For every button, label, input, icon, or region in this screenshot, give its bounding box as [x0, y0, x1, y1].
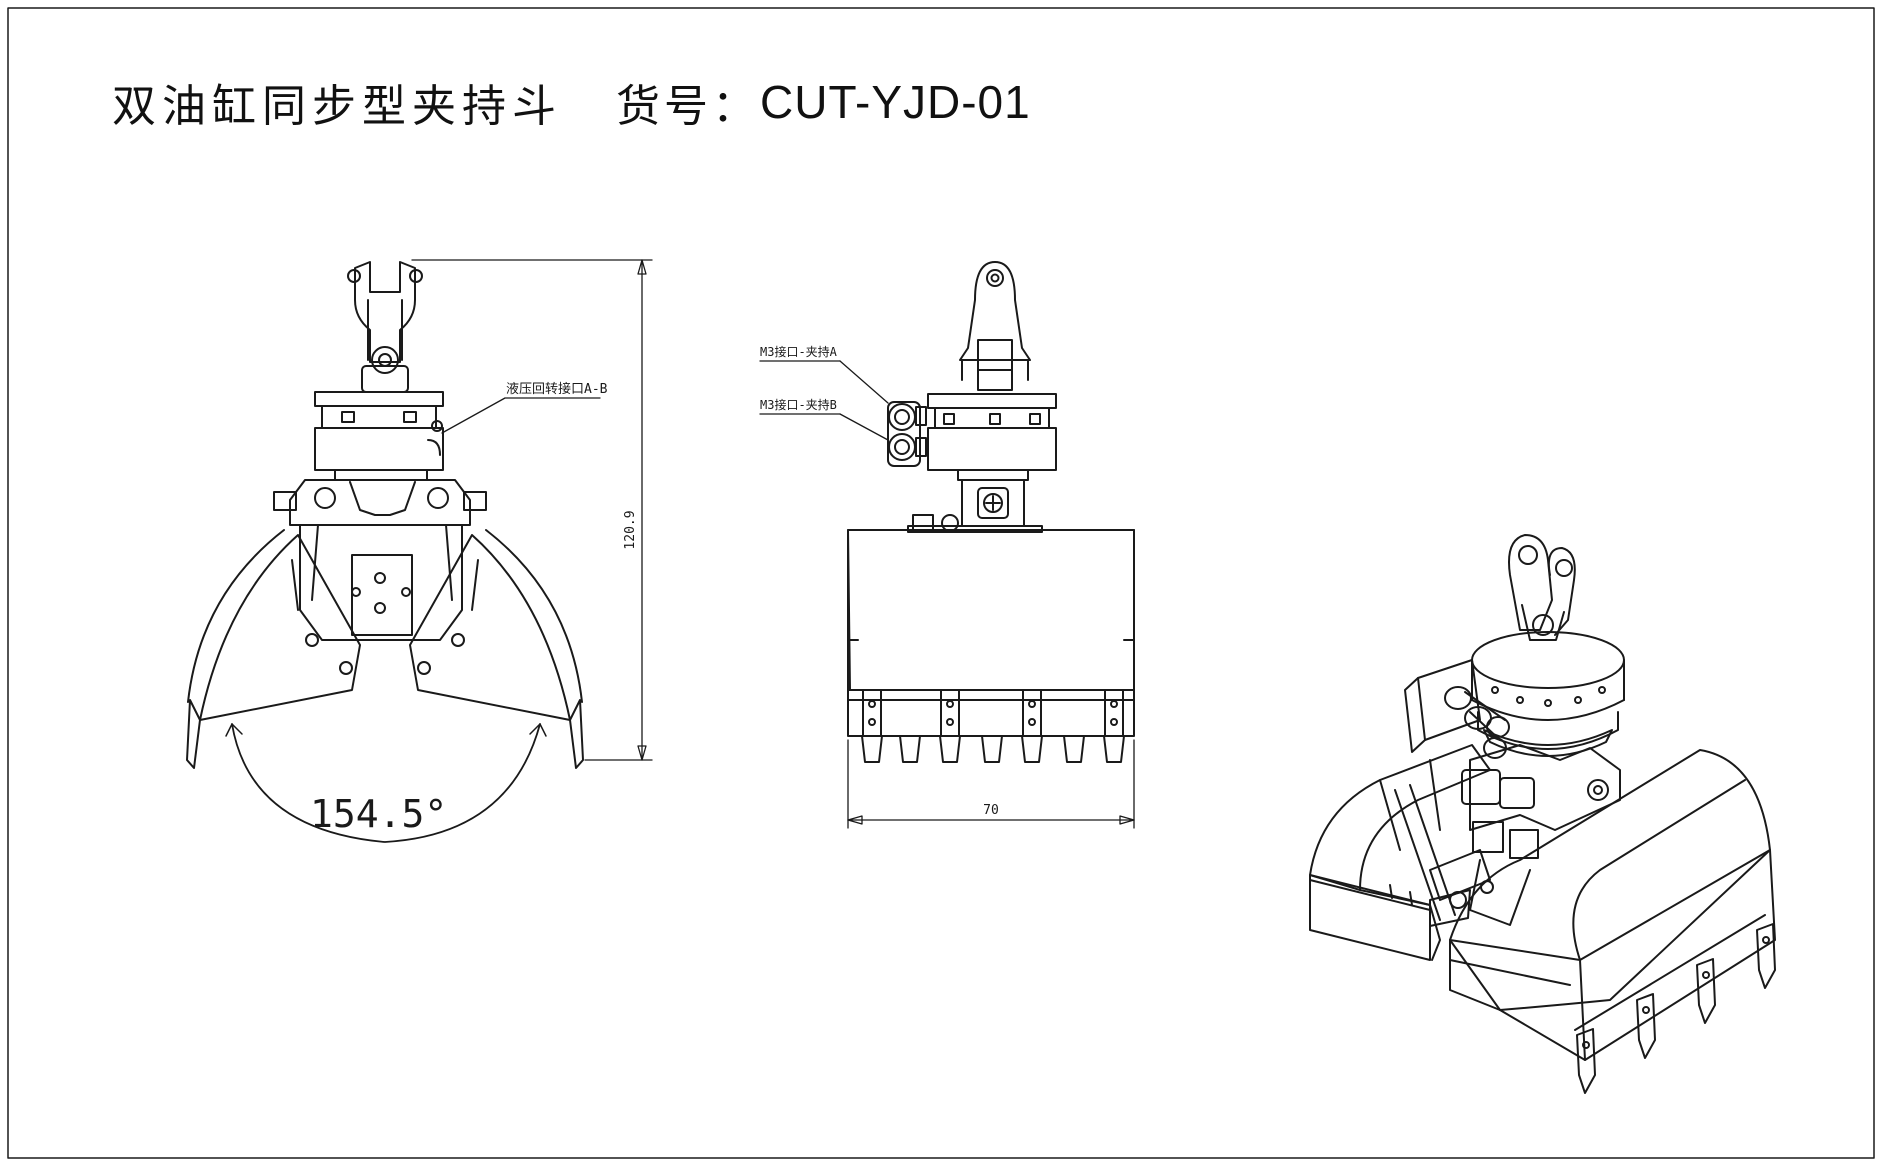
product-code: CUT-YJD-01 — [760, 76, 1031, 128]
product-name: 双油缸同步型夹持斗 — [112, 81, 562, 132]
tooth-tip — [939, 735, 961, 763]
width-dimension-line — [847, 739, 1135, 829]
iso-valve — [1404, 659, 1510, 759]
iso-tooth — [1636, 993, 1656, 1059]
iso-left-scoop — [1309, 744, 1491, 961]
iso-shackle — [1508, 534, 1576, 641]
iso-tooth-bolt — [1762, 936, 1770, 944]
iso-tooth — [1756, 923, 1776, 989]
tooth-tip — [899, 735, 921, 763]
tooth-tip — [1021, 735, 1043, 763]
tooth-bolt — [946, 718, 954, 726]
iso-tooth — [1696, 958, 1716, 1024]
iso-tooth-bolt — [1702, 971, 1710, 979]
front-right-jaw — [409, 529, 584, 769]
height-dimension: 120.9 — [623, 510, 638, 549]
tooth-bolt — [1110, 700, 1118, 708]
front-view: 154.5° 120.9 液压回转接口A-B — [186, 259, 653, 843]
iso-frame — [1429, 744, 1621, 927]
iso-tooth-bolt — [1582, 1041, 1590, 1049]
side-ports — [887, 401, 927, 467]
side-body — [907, 479, 1043, 533]
port-leader — [441, 397, 601, 434]
front-rotator — [314, 391, 444, 481]
tooth-bolt — [868, 700, 876, 708]
angle-arc — [231, 723, 541, 843]
tooth-bolt — [1110, 718, 1118, 726]
port-b-label: M3接口-夹持B — [760, 397, 837, 412]
tooth-mount — [862, 689, 882, 737]
tooth-bolt — [946, 700, 954, 708]
iso-right-scoop — [1449, 749, 1776, 1061]
isometric-view — [1309, 534, 1776, 1094]
front-shackle — [347, 261, 423, 393]
side-rotator — [927, 393, 1057, 481]
iso-tooth-bolt — [1642, 1006, 1650, 1014]
side-bucket — [847, 529, 1135, 737]
iso-tooth — [1576, 1028, 1596, 1094]
tooth-mount — [1022, 689, 1042, 737]
front-left-jaw — [186, 529, 361, 769]
side-view: M3接口-夹持A M3接口-夹持B — [759, 261, 1135, 829]
side-shackle — [959, 261, 1031, 391]
port-a-label: M3接口-夹持A — [760, 344, 838, 359]
width-dimension: 70 — [983, 803, 999, 818]
sheet-border — [7, 7, 1875, 1159]
angle-dimension: 154.5° — [310, 792, 447, 836]
tooth-tip — [981, 735, 1003, 763]
rotation-port-label: 液压回转接口A-B — [506, 381, 608, 397]
drawing-title: 双油缸同步型夹持斗 货号： CUT-YJD-01 — [112, 72, 1031, 132]
tooth-tip — [861, 735, 883, 763]
tooth-mount — [940, 689, 960, 737]
tooth-bolt — [868, 718, 876, 726]
tooth-mount — [1104, 689, 1124, 737]
tooth-bolt — [1028, 700, 1036, 708]
front-body — [273, 479, 487, 641]
side-bucket-teeth — [861, 689, 1125, 763]
iso-bucket-teeth — [1576, 923, 1776, 1094]
product-code-label: 货号： — [616, 81, 760, 132]
height-dimension-line — [411, 259, 653, 761]
tooth-tip — [1103, 735, 1125, 763]
tooth-tip — [1063, 735, 1085, 763]
tooth-bolt — [1028, 718, 1036, 726]
